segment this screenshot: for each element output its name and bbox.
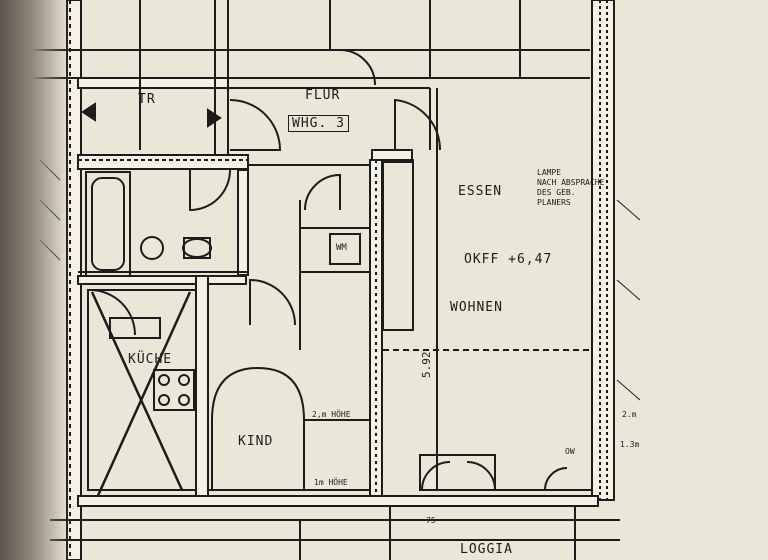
wall-bottom: [77, 495, 599, 507]
room-label-loggia: LOGGIA: [460, 542, 513, 557]
height-label-1m: 1m HÖHE: [314, 478, 348, 487]
lamp-note: NACH ABSPRACHE: [537, 178, 605, 187]
dimension-label: 2.m: [622, 410, 637, 419]
room-label-flur: FLUR: [305, 88, 341, 103]
door-kitchen: [89, 289, 136, 336]
door-flur: [229, 99, 282, 151]
room-label-kind: KIND: [238, 434, 274, 449]
door-essen: [394, 98, 442, 151]
wall-bath-right: [237, 169, 249, 276]
lamp-note: PLANERS: [537, 198, 571, 207]
door-wm: [304, 173, 341, 211]
floor-level-label: OKFF +6,47: [464, 252, 553, 267]
room-label-essen: ESSEN: [458, 184, 503, 199]
dimension-label: OW: [565, 447, 575, 456]
stair-arrow-left: [81, 102, 96, 122]
door-loggia-left: [421, 461, 451, 491]
room-label-kueche: KÜCHE: [128, 352, 173, 367]
loggia-doors: [419, 454, 496, 491]
wall-kitchen-right: [195, 275, 209, 497]
door-kind: [249, 278, 296, 326]
wall-right-outer: [591, 0, 615, 501]
door-bath: [189, 169, 231, 212]
lamp-note: DES GEB.: [537, 188, 576, 197]
room-label-wm: WM: [336, 243, 347, 253]
apartment-label: WHG. 3: [288, 115, 349, 132]
dimension-label: 1.3m: [620, 440, 640, 449]
photo-shadow: [0, 0, 70, 560]
wall-stair: [77, 77, 229, 89]
room-label-tr: TR: [138, 92, 156, 107]
toilet: [140, 236, 164, 260]
door-top: [339, 49, 376, 86]
lamp-note: LAMPE: [537, 168, 562, 177]
height-label-2m: 2,m HÖHE: [312, 410, 351, 419]
room-label-wohnen: WOHNEN: [450, 300, 503, 315]
door-loggia-right: [466, 461, 496, 491]
wall-bath-top: [77, 154, 249, 170]
kind-bed: [211, 366, 305, 490]
bathtub: [91, 177, 125, 271]
dimension-label: 5.92: [420, 351, 433, 379]
stair-arrow-right: [207, 108, 222, 128]
dimension-label: 75: [426, 516, 436, 525]
door-right: [544, 467, 568, 491]
